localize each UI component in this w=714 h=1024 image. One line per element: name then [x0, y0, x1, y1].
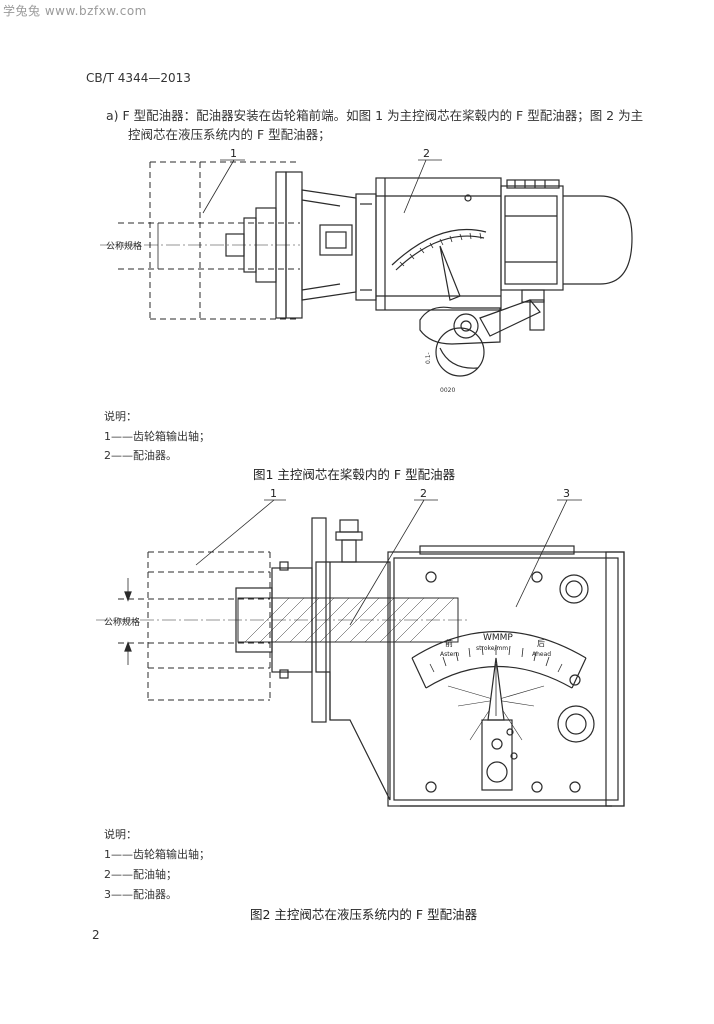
- intro-line-1: a) F 型配油器：配油器安装在齿轮箱前端。如图 1 为主控阀芯在桨毂内的 F …: [106, 108, 644, 123]
- fig2-callout-1: 1: [270, 487, 277, 500]
- fig1-legend-title: 说明：: [104, 410, 137, 423]
- standard-code: CB/T 4344—2013: [86, 71, 191, 85]
- fig1-caption: 图1 主控阀芯在桨毂内的 F 型配油器: [253, 467, 456, 482]
- gauge-subtitle: stroke/mm: [476, 645, 508, 652]
- gauge-left-sub: Astern: [440, 651, 460, 658]
- svg-text:0020: 0020: [440, 387, 455, 394]
- fig2-legend-item-2: 2——配油轴；: [104, 868, 177, 881]
- gauge-right-label: 后: [537, 638, 545, 648]
- fig2-legend-item-3: 3——配油器。: [104, 888, 177, 901]
- fig1-dimension-label: 公称规格: [106, 240, 142, 252]
- gauge-right-sub: Ahead: [532, 651, 551, 658]
- fig2-legend-item-1: 1——齿轮箱输出轴；: [104, 848, 210, 861]
- svg-text:0.1-: 0.1-: [425, 352, 432, 364]
- fig2-dimension-label: 公称规格: [104, 616, 140, 628]
- fig1-legend-item-2: 2——配油器。: [104, 449, 177, 462]
- gauge-left-label: 前: [445, 638, 453, 648]
- fig1-callout-2: 2: [423, 147, 430, 160]
- watermark: 学兔兔 www.bzfxw.com: [3, 4, 147, 18]
- fig1-legend-item-1: 1——齿轮箱输出轴；: [104, 430, 210, 443]
- fig2-callout-3: 3: [563, 487, 570, 500]
- fig2-legend-title: 说明：: [104, 828, 137, 841]
- gauge-title: WMMP: [483, 633, 513, 643]
- fig2-caption: 图2 主控阀芯在液压系统内的 F 型配油器: [250, 907, 478, 922]
- page-number: 2: [92, 928, 100, 942]
- fig2-callout-2: 2: [420, 487, 427, 500]
- intro-line-2: 控阀芯在液压系统内的 F 型配油器；: [128, 127, 331, 142]
- fig1-callout-1: 1: [230, 147, 237, 160]
